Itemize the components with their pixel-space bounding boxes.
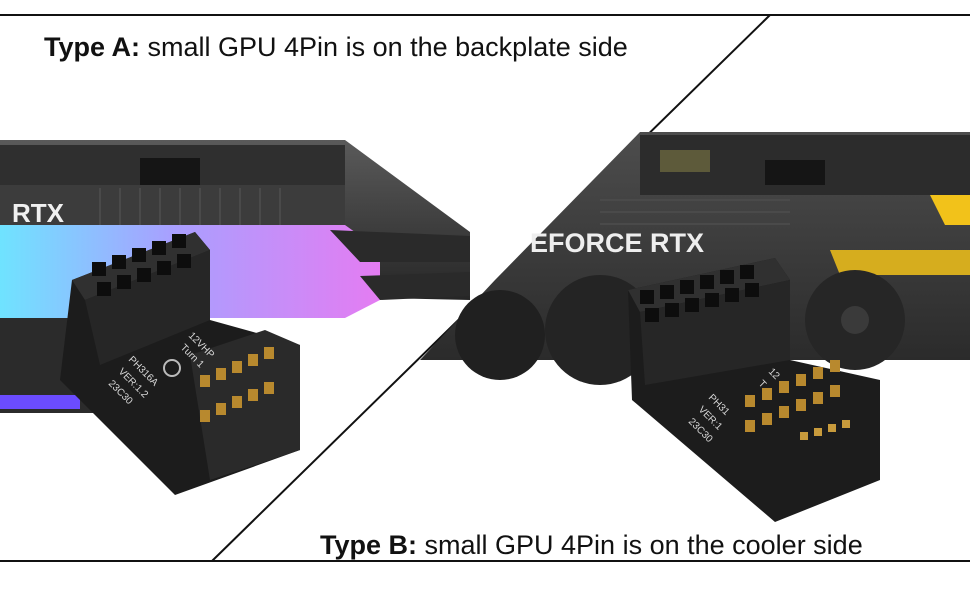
accent-logo-icon [930, 195, 970, 225]
adapter-type-b: 12 T PH31 VER:1 23C30 [628, 258, 880, 522]
right-card-power-socket [765, 160, 825, 185]
accent-light-bar [830, 250, 970, 275]
caption-type-a: Type A: small GPU 4Pin is on the backpla… [44, 34, 628, 61]
caption-type-a-text: small GPU 4Pin is on the backplate side [140, 32, 628, 62]
caption-type-a-label: Type A: [44, 32, 141, 62]
card-power-socket [140, 158, 200, 186]
caption-type-b-label: Type B: [320, 530, 418, 560]
caption-type-b: Type B: small GPU 4Pin is on the cooler … [320, 532, 863, 559]
rgb-light-strip [0, 395, 80, 409]
left-card-brand: RTX [12, 198, 65, 228]
right-gpu-card: EFORCE RTX [420, 132, 970, 385]
screw-icon [163, 359, 181, 377]
right-card-brand: EFORCE RTX [530, 228, 704, 258]
fan-icon [455, 290, 545, 380]
adapter-type-a: 12VHP Turn 1 PH316A VER:1.2 23C30 [60, 232, 300, 495]
caption-type-b-text: small GPU 4Pin is on the cooler side [417, 530, 863, 560]
